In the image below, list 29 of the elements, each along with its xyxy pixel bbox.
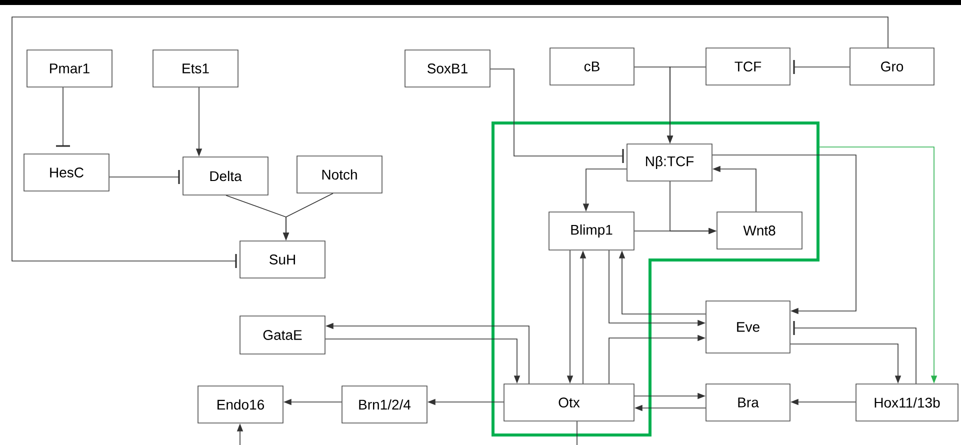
gene-box: HesC [24,154,110,192]
gene-box: Wnt8 [716,212,802,250]
gene-box: Bra [706,384,790,422]
gene-box: SuH [240,240,326,278]
region-outline [492,122,820,436]
gene-box: Ets1 [152,50,238,88]
gene-box: Eve [706,300,790,354]
gene-box: cB [550,48,634,86]
line [576,421,578,445]
gene-box: Otx [504,384,634,422]
inhibition-arrow [109,170,180,184]
gene-box: Hox11/13b [856,384,958,422]
gene-box: Brn1/2/4 [342,386,428,424]
gene-box: TCF [706,48,790,86]
gene-box: Blimp1 [548,212,634,250]
gene-box: Notch [296,156,382,194]
gene-box: Gro [850,48,934,86]
gene-box: Pmar1 [26,50,112,88]
gene-box: Delta [182,156,268,196]
inhibition-arrow [490,68,624,163]
inhibition-arrow [793,60,850,74]
inhibition-arrow [12,16,888,268]
gene-box: SoxB1 [404,50,490,88]
arrow [712,154,856,314]
gene-box: Nβ:TCF [626,144,712,182]
gene-box: GataE [240,316,326,354]
gene-box: Endo16 [198,386,284,424]
inhibition-arrow [56,87,70,147]
inhibition-arrow [793,321,916,384]
